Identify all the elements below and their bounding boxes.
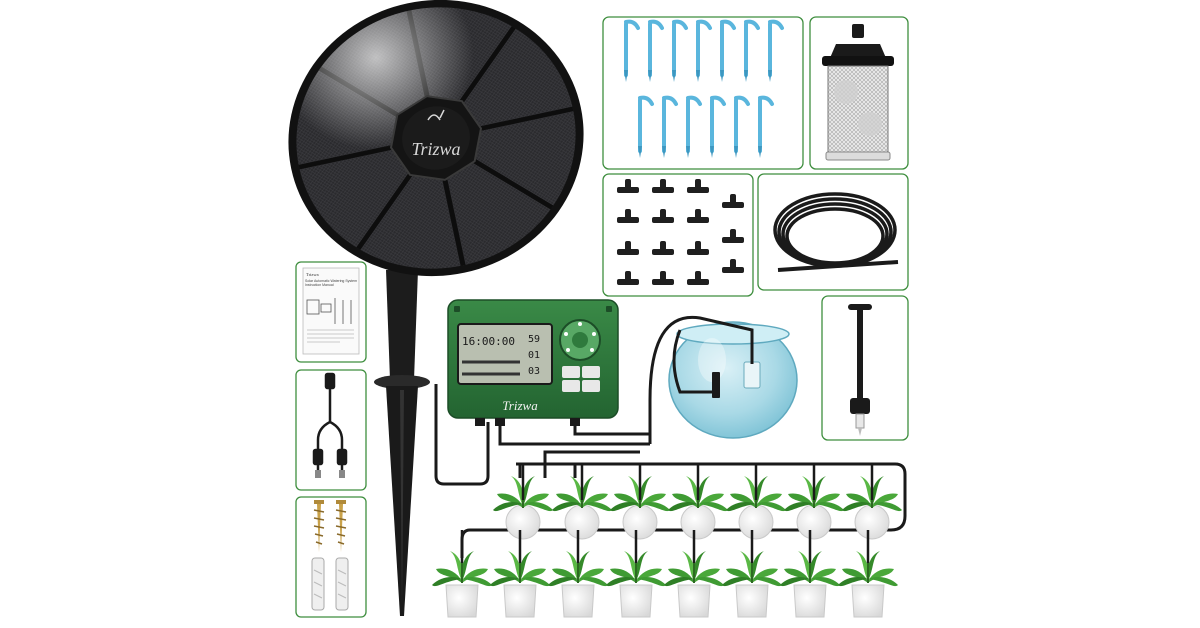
weight-rod-icon [848, 304, 872, 436]
controller-logo: Trizwa [502, 398, 538, 413]
button-down [562, 380, 580, 392]
display-value-c: 03 [528, 366, 540, 377]
filter-icon [822, 24, 894, 161]
solar-panel-icon: Trizwa [288, 0, 584, 277]
button-up [562, 366, 580, 378]
water-bowl-icon [668, 321, 798, 439]
tee-connectors-panel [602, 173, 754, 297]
button-set [582, 366, 600, 378]
button-ok [582, 380, 600, 392]
screws-anchors-icon [311, 500, 349, 611]
screws-panel [295, 496, 367, 618]
splitter-cable-icon [312, 372, 348, 478]
ground-stake-icon [374, 270, 430, 616]
lower-plant-row [431, 530, 899, 618]
tubing-coil-icon [773, 192, 899, 272]
weight-rod-panel [821, 295, 909, 441]
manual-header: Trizwa [306, 272, 319, 277]
brand-logo: Trizwa [411, 139, 460, 159]
dripper-stakes-panel [602, 16, 804, 170]
display-value-b: 01 [528, 350, 540, 361]
manual-title: Solar Automatic Watering System Instruct… [305, 279, 357, 288]
display-time: 16:00:00 [462, 335, 515, 348]
manual-icon: Trizwa Solar Automatic Watering System I… [302, 267, 360, 355]
tubing-network [434, 315, 907, 558]
upper-plant-row [492, 464, 903, 540]
controller-icon: 16:00:00 59 01 03 Trizwa [447, 299, 619, 426]
display-value-a: 59 [528, 334, 540, 345]
